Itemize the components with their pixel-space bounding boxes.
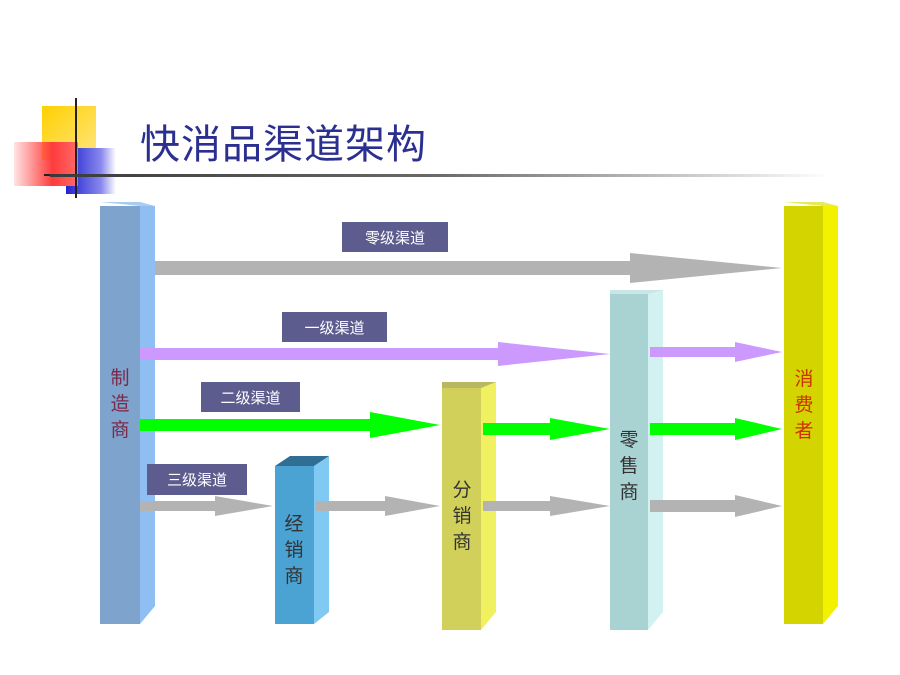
manufacturer-label: 制造商 bbox=[110, 367, 130, 441]
arrow-second-level-a bbox=[140, 412, 440, 438]
manufacturer-column bbox=[100, 202, 155, 624]
retailer-label: 零售商 bbox=[619, 429, 639, 503]
first-level-channel-label: 一级渠道 bbox=[282, 312, 387, 342]
zero-level-channel-label: 零级渠道 bbox=[342, 222, 448, 252]
deco-red-square bbox=[14, 142, 78, 186]
title-divider bbox=[50, 174, 830, 177]
page-title: 快消品渠道架构 bbox=[140, 122, 427, 168]
deco-vertical-line bbox=[75, 98, 77, 198]
distributor-column bbox=[442, 382, 496, 630]
second-level-channel-label: 二级渠道 bbox=[201, 382, 300, 412]
arrow-first-level-b bbox=[650, 342, 782, 362]
retailer-column bbox=[610, 290, 663, 630]
arrow-second-level-c bbox=[650, 418, 782, 440]
consumer-label: 消费者 bbox=[794, 368, 814, 442]
consumer-column bbox=[784, 202, 838, 624]
arrow-zero-level bbox=[155, 253, 782, 283]
third-level-channel-label: 三级渠道 bbox=[147, 464, 247, 495]
arrow-third-level-c bbox=[483, 496, 610, 516]
distributor-label: 分销商 bbox=[452, 479, 472, 553]
dealer-label: 经销商 bbox=[284, 513, 304, 587]
arrow-third-level-b bbox=[316, 496, 440, 516]
arrow-third-level-d bbox=[650, 495, 782, 517]
arrow-first-level-a bbox=[140, 342, 610, 366]
arrow-third-level-a bbox=[140, 496, 273, 516]
dealer-column bbox=[275, 456, 329, 624]
arrow-second-level-b bbox=[483, 418, 610, 440]
